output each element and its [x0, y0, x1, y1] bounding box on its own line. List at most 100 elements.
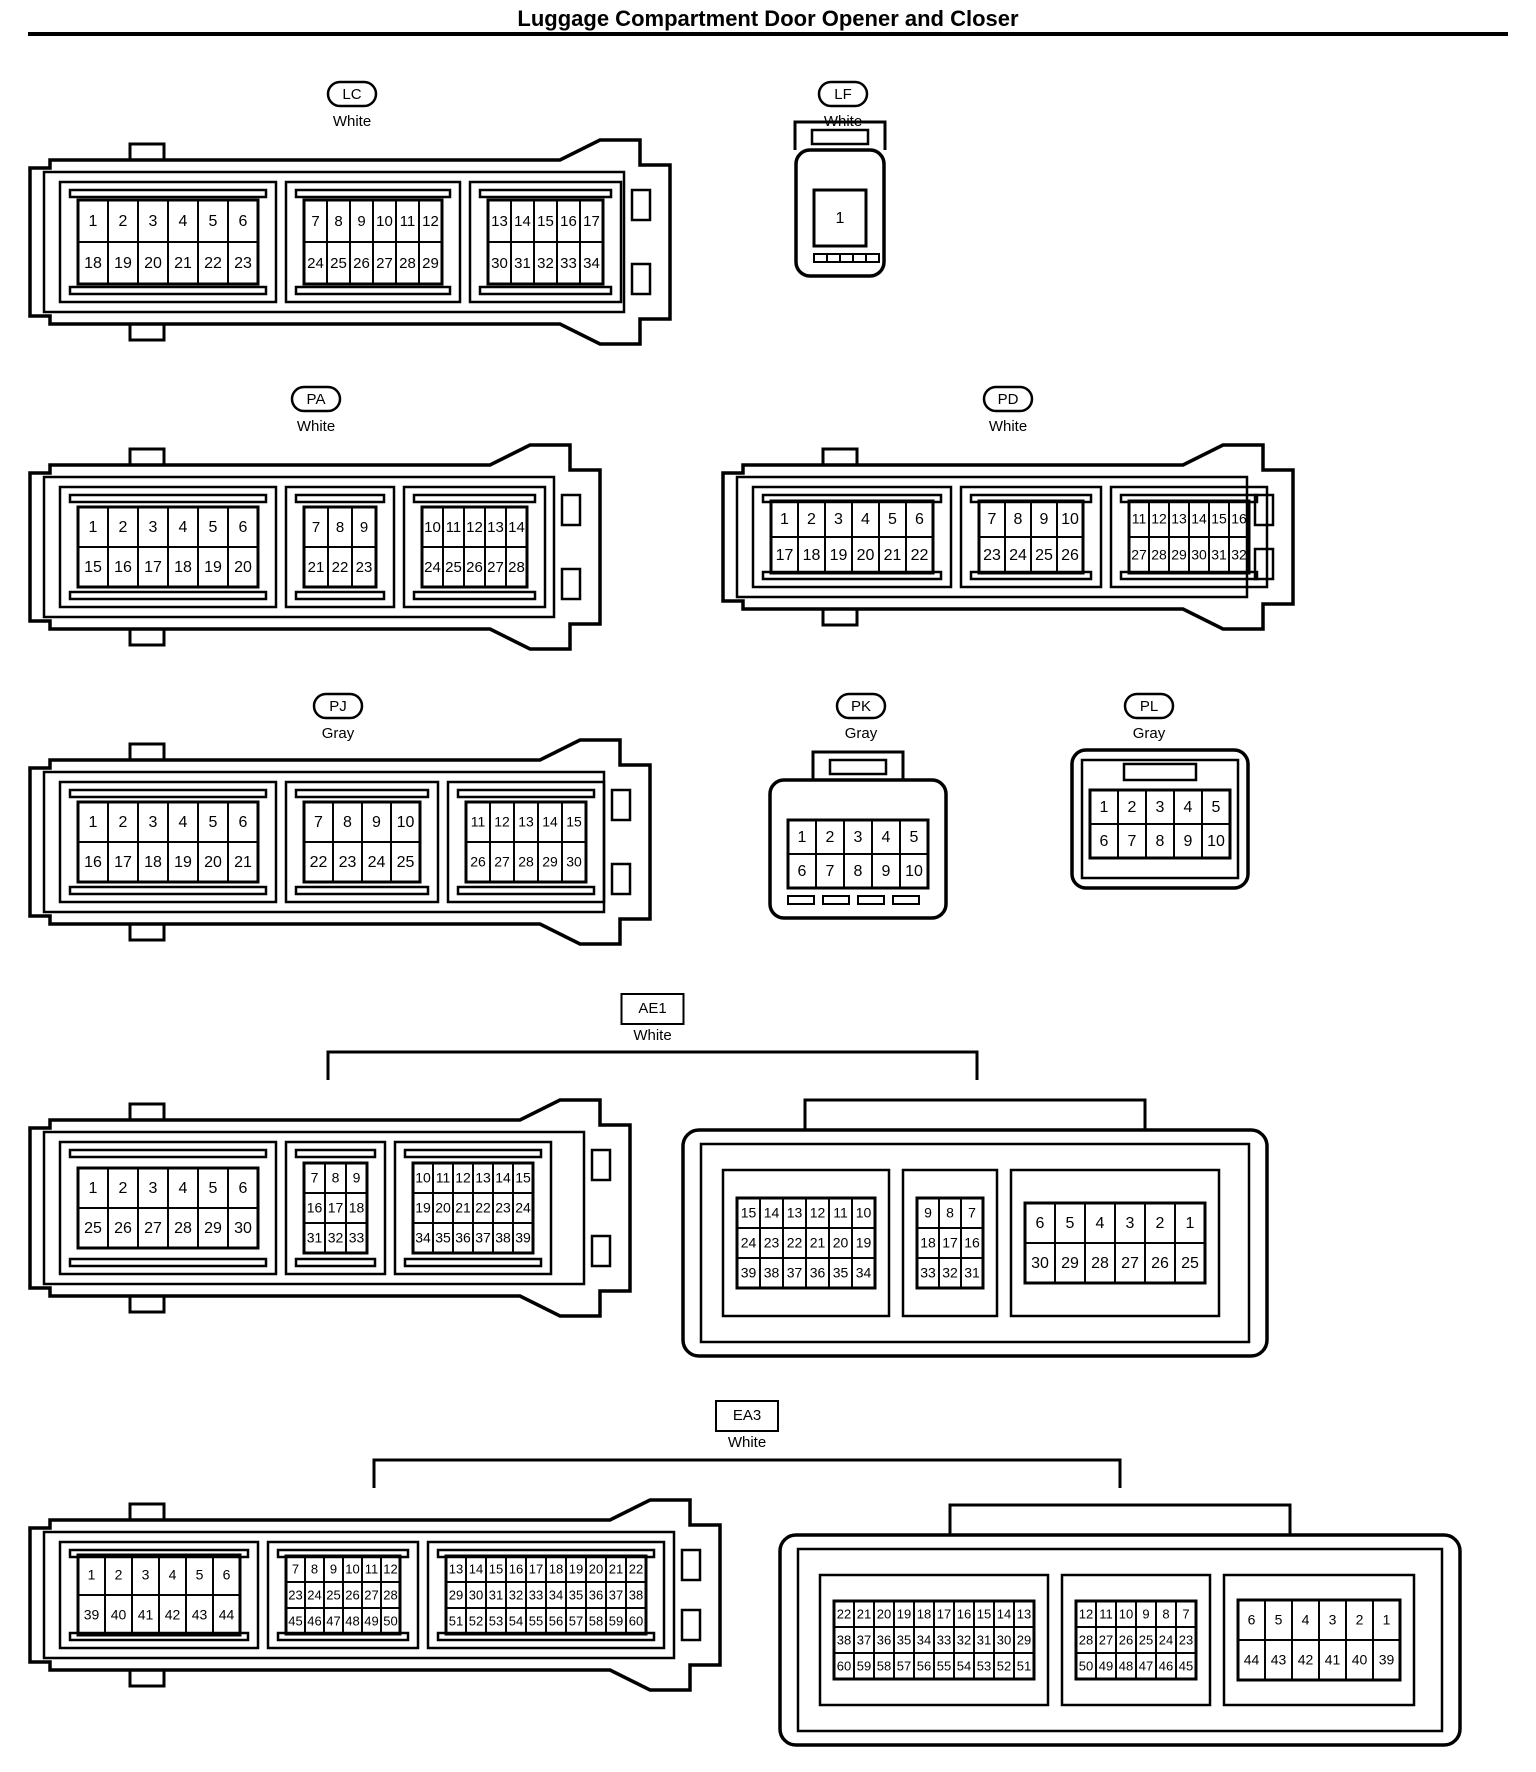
pin-cell: 13	[472, 1162, 494, 1194]
pin-cell: 21	[605, 1555, 627, 1583]
pin-number: 9	[353, 1170, 361, 1186]
pin-number: 39	[1379, 1652, 1395, 1668]
pin-cell: 11	[465, 801, 491, 843]
pin-cell: 42	[158, 1594, 187, 1636]
latch-slot	[294, 1148, 377, 1159]
pin-number: 42	[1298, 1652, 1314, 1668]
pin-cell: 32	[938, 1257, 962, 1289]
pair-bracket	[372, 1458, 1122, 1488]
pin-number: 15	[489, 1561, 503, 1576]
pin-number: 58	[877, 1658, 891, 1673]
pin-cell: 11	[828, 1197, 853, 1229]
pin-cell: 7	[303, 801, 334, 843]
pin-number: 11	[436, 1170, 451, 1186]
pin-cell: 15	[1208, 500, 1230, 538]
pin-cell: 27	[484, 546, 507, 588]
pin-number: 44	[1244, 1652, 1260, 1668]
pin-number: 17	[529, 1561, 543, 1576]
pin-number: 35	[833, 1265, 849, 1281]
pin-box	[512, 1222, 534, 1254]
pin-cell: 37	[472, 1222, 494, 1254]
pin-number: 1	[89, 213, 98, 230]
pin-number: 26	[470, 854, 486, 870]
pin-number: 26	[1061, 547, 1079, 564]
pin-cell: 16	[556, 199, 581, 243]
connector-code: PK	[851, 698, 871, 715]
pin-cell: 53	[973, 1652, 995, 1680]
pin-cell: 23	[332, 841, 363, 883]
pin-number: 32	[1231, 547, 1247, 563]
pin-number: 14	[469, 1561, 483, 1576]
latch-slot	[68, 493, 268, 504]
pin-box	[960, 1257, 984, 1289]
connector-code-box	[715, 1400, 779, 1432]
pin-cell: 17	[107, 841, 139, 883]
pin-cell: 24	[361, 841, 392, 883]
pin-number: 9	[372, 814, 381, 831]
pin-box	[851, 1257, 876, 1289]
locking-tab	[803, 1098, 1147, 1132]
pin-cell: 5	[899, 819, 929, 855]
locking-tab	[128, 1294, 166, 1314]
section-frame	[284, 180, 462, 304]
pin-number: 29	[422, 255, 439, 272]
pin-cell: 28	[505, 546, 528, 588]
latch-slot	[560, 493, 582, 527]
pin-number: 9	[357, 213, 365, 230]
pin-number: 3	[142, 1567, 150, 1583]
pin-cell: 9	[916, 1197, 940, 1229]
pin-cell: 17	[579, 199, 604, 243]
pin-cell: 6	[905, 500, 934, 538]
pin-cell: 36	[452, 1222, 474, 1254]
pin-cell: 25	[390, 841, 421, 883]
pin-cell: 9	[1030, 500, 1058, 538]
connector-outline	[721, 443, 1295, 631]
pin-cell: 1	[77, 199, 109, 243]
pin-cell: 38	[492, 1222, 514, 1254]
pin-number: 1	[89, 1180, 98, 1197]
pin-cell: 34	[851, 1257, 876, 1289]
pin-number: 23	[764, 1235, 780, 1251]
pin-cell: 10	[1115, 1600, 1137, 1628]
pin-cell: 36	[585, 1581, 607, 1609]
pin-number: 10	[1061, 511, 1079, 528]
pin-number: 56	[917, 1658, 931, 1673]
pin-cell: 51	[445, 1607, 467, 1635]
pin-cell: 39	[77, 1594, 106, 1636]
pin-cell: 20	[851, 536, 880, 574]
pin-cell: 19	[197, 546, 229, 588]
pin-number: 4	[861, 511, 870, 528]
pin-number: 41	[1325, 1652, 1341, 1668]
pin-number: 16	[1231, 511, 1247, 527]
pin-cell: 29	[197, 1207, 229, 1249]
pin-cell: 31	[485, 1581, 507, 1609]
pin-number: 39	[515, 1230, 531, 1246]
pin-number: 5	[209, 814, 218, 831]
pin-cell: 9	[349, 199, 374, 243]
pin-number: 13	[491, 213, 508, 230]
pin-number: 21	[455, 1200, 471, 1216]
latch-slot	[68, 788, 268, 799]
pin-cell: 12	[463, 506, 486, 548]
pin-box	[1175, 1652, 1197, 1680]
pin-number: 29	[1061, 1255, 1079, 1272]
pin-number: 11	[471, 814, 486, 830]
pin-cell: 3	[137, 801, 169, 843]
pin-number: 38	[837, 1632, 851, 1647]
pin-cell: 10	[372, 199, 397, 243]
pin-number: 4	[179, 213, 188, 230]
